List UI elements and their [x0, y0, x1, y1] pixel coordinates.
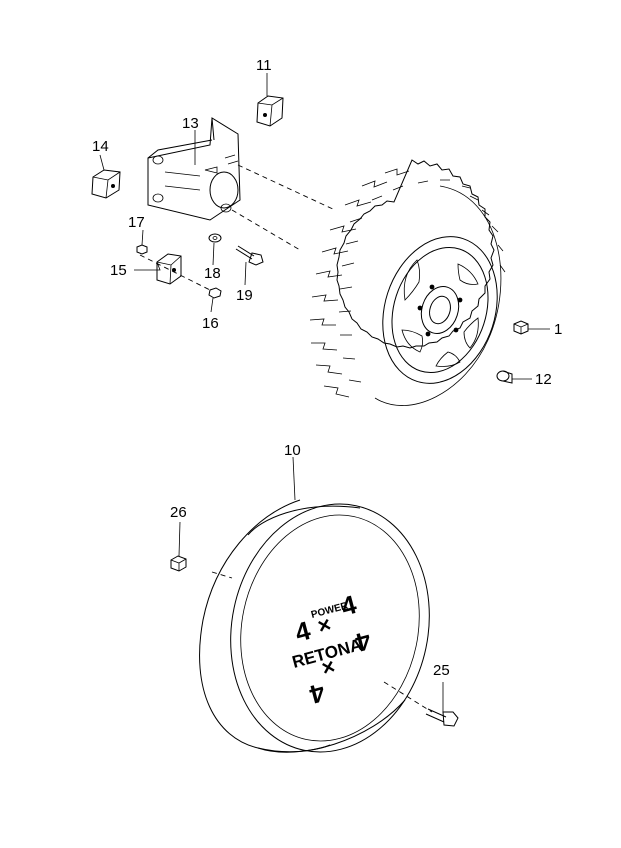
cover-logo: 4 POWER × 4 RETONA 4 × 4: [290, 589, 374, 710]
washer-18: [208, 233, 222, 243]
rubber-bumper-11: [256, 95, 284, 127]
rubber-bumper-15: [156, 253, 182, 285]
mounting-guide-lines: [139, 164, 433, 713]
lug-holes: [417, 284, 463, 337]
label-25: 25: [433, 662, 450, 679]
logo-times-top: ×: [315, 611, 334, 638]
logo-four-top-right: 4: [338, 589, 360, 622]
lug-cap-12: [496, 370, 513, 384]
label-11: 11: [256, 57, 272, 74]
bolt-25: [425, 708, 459, 727]
label-13: 13: [182, 115, 199, 132]
label-1: 1: [554, 321, 562, 338]
label-19: 19: [236, 287, 253, 304]
leader-lines: [99, 73, 550, 712]
label-16: 16: [202, 315, 219, 332]
spare-tire-cover: 4 POWER × 4 RETONA 4 × 4: [199, 499, 430, 753]
screw-16: [208, 287, 222, 299]
logo-four-bottom-left: 4: [306, 677, 328, 710]
label-12: 12: [535, 371, 552, 388]
label-26: 26: [170, 504, 187, 521]
label-17: 17: [128, 214, 145, 231]
rubber-bumper-14: [91, 169, 121, 199]
label-15: 15: [110, 262, 127, 279]
logo-four-top-left: 4: [292, 615, 314, 648]
label-10: 10: [284, 442, 301, 459]
spare-tire-wheel: [309, 159, 506, 406]
carrier-bracket: [147, 117, 241, 221]
bolt-19: [235, 245, 264, 266]
logo-times-bottom: ×: [319, 653, 338, 680]
lug-nut-1: [513, 320, 529, 335]
nut-17: [136, 244, 148, 255]
label-18: 18: [204, 265, 221, 282]
part-labels: 11 14 13 17 15 18 19 16 1 12 10 26 25: [92, 57, 562, 679]
label-14: 14: [92, 138, 109, 155]
nut-26: [170, 555, 187, 572]
